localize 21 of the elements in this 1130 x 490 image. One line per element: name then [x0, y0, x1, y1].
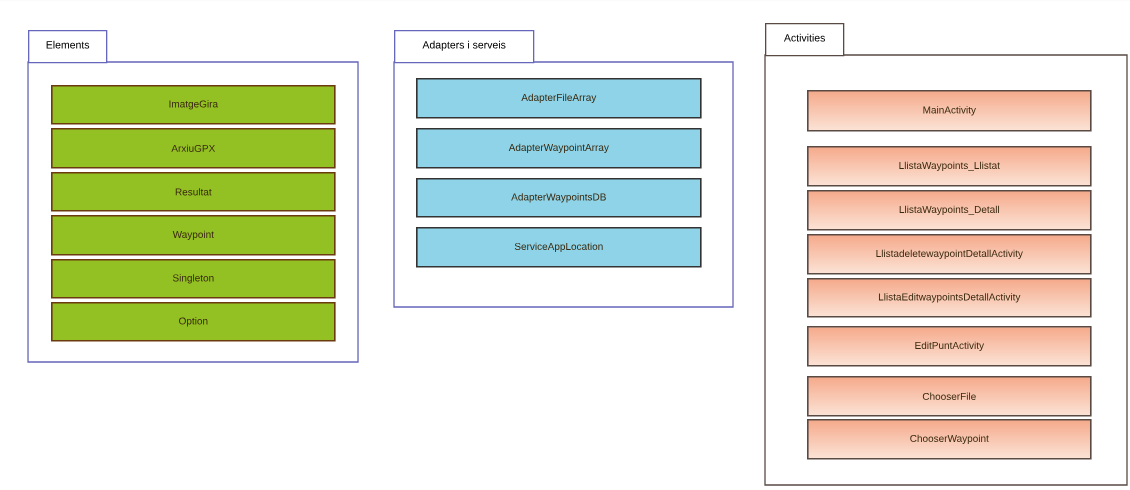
class-box: LlistaWaypoints_Detall [807, 190, 1092, 231]
class-box: Singleton [51, 259, 336, 299]
class-box: ServiceAppLocation [416, 227, 702, 268]
node-label: Adapters i serveis [422, 40, 506, 51]
class-box: AdapterWaypointsDB [416, 178, 702, 218]
class-box: Waypoint [51, 215, 336, 256]
class-box: EditPuntActivity [807, 326, 1092, 367]
class-box: ArxiuGPX [51, 128, 336, 169]
class-box: LlistadeletewaypointDetallActivity [807, 234, 1092, 275]
class-box: Resultat [51, 172, 336, 212]
node-label: Elements [46, 40, 90, 49]
class-box: AdapterFileArray [416, 78, 702, 119]
class-box: LlistaWaypoints_Llistat [807, 146, 1092, 187]
class-box: ChooserWaypoint [807, 419, 1092, 460]
class-box: ImatgeGira [51, 85, 336, 125]
class-box: AdapterWaypointArray [416, 128, 702, 169]
node-label: Activities [783, 33, 825, 42]
class-box: LlistaEditwaypointsDetallActivity [807, 278, 1092, 318]
class-box: Option [51, 302, 336, 342]
class-box: MainActivity [807, 90, 1092, 132]
class-box: ChooserFile [807, 376, 1092, 417]
